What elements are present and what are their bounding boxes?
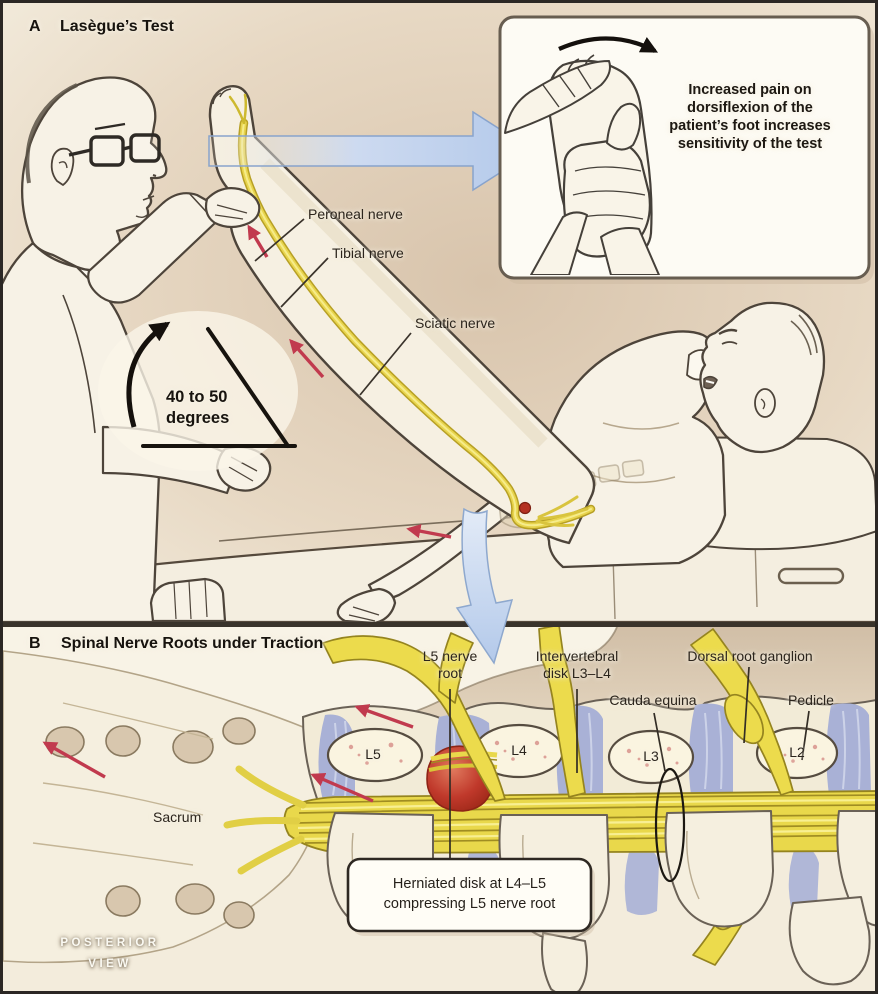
pedicle-label: Pedicle xyxy=(788,692,834,708)
illustration-canvas xyxy=(3,3,875,991)
intervertebral-disk-label: Intervertebral disk L3–L4 xyxy=(535,648,619,682)
panel-a-letter: A xyxy=(29,18,41,35)
vertebra-label-l4: L4 xyxy=(511,742,527,758)
vertebra-label-l2: L2 xyxy=(789,744,805,760)
traction-arrows-roots xyxy=(42,704,414,803)
section-link-arrow xyxy=(455,507,514,665)
posterior-view-watermark: POSTERIOR VIEW xyxy=(60,937,160,970)
cauda-equina-ellipse xyxy=(654,767,686,883)
panel-b-leaders xyxy=(449,666,810,859)
l5-nerve-root-shape xyxy=(322,635,506,802)
examiner-figure xyxy=(3,76,168,622)
l5-nerve-root-label: L5 nerve root xyxy=(422,648,478,682)
cauda-equina-label: Cauda equina xyxy=(609,692,697,708)
vertebra-label-l5: L5 xyxy=(365,746,381,762)
inset-hands-foot xyxy=(504,54,660,275)
dorsiflexion-arrow xyxy=(558,36,659,53)
glasses-icon xyxy=(68,122,161,167)
dorsal-root-ganglion-shape xyxy=(724,693,764,745)
panel-b-letter: B xyxy=(29,635,41,652)
vertebra-label-l3: L3 xyxy=(643,748,659,764)
traction-arrows-leg xyxy=(247,224,452,539)
angle-label: 40 to 50 degrees xyxy=(166,388,230,428)
tibial-nerve-label: Tibial nerve xyxy=(332,245,404,261)
angle-marking xyxy=(98,311,298,471)
panel-b-title: Spinal Nerve Roots under Traction xyxy=(61,635,324,652)
inset-box xyxy=(498,15,874,284)
sacrum-label: Sacrum xyxy=(153,809,202,825)
dorsal-root-ganglion-label: Dorsal root ganglion xyxy=(687,648,813,664)
sciatic-nerve-label: Sciatic nerve xyxy=(415,315,496,331)
leg-raise-arrow xyxy=(126,321,171,428)
callout-text: Herniated disk at L4–L5 compressing L5 n… xyxy=(383,876,556,912)
inset-caption: Increased pain on dorsiflexion of the pa… xyxy=(669,82,831,152)
panel-divider xyxy=(3,622,875,627)
panel-a-scene xyxy=(3,3,875,622)
nerve-label-leaders xyxy=(254,218,412,396)
panel-b-scene xyxy=(3,627,875,991)
herniation-dot xyxy=(518,501,532,515)
panel-a-title: Lasègue’s Test xyxy=(60,18,174,35)
peroneal-nerve-label: Peroneal nerve xyxy=(308,206,403,222)
callout-box xyxy=(346,857,595,936)
